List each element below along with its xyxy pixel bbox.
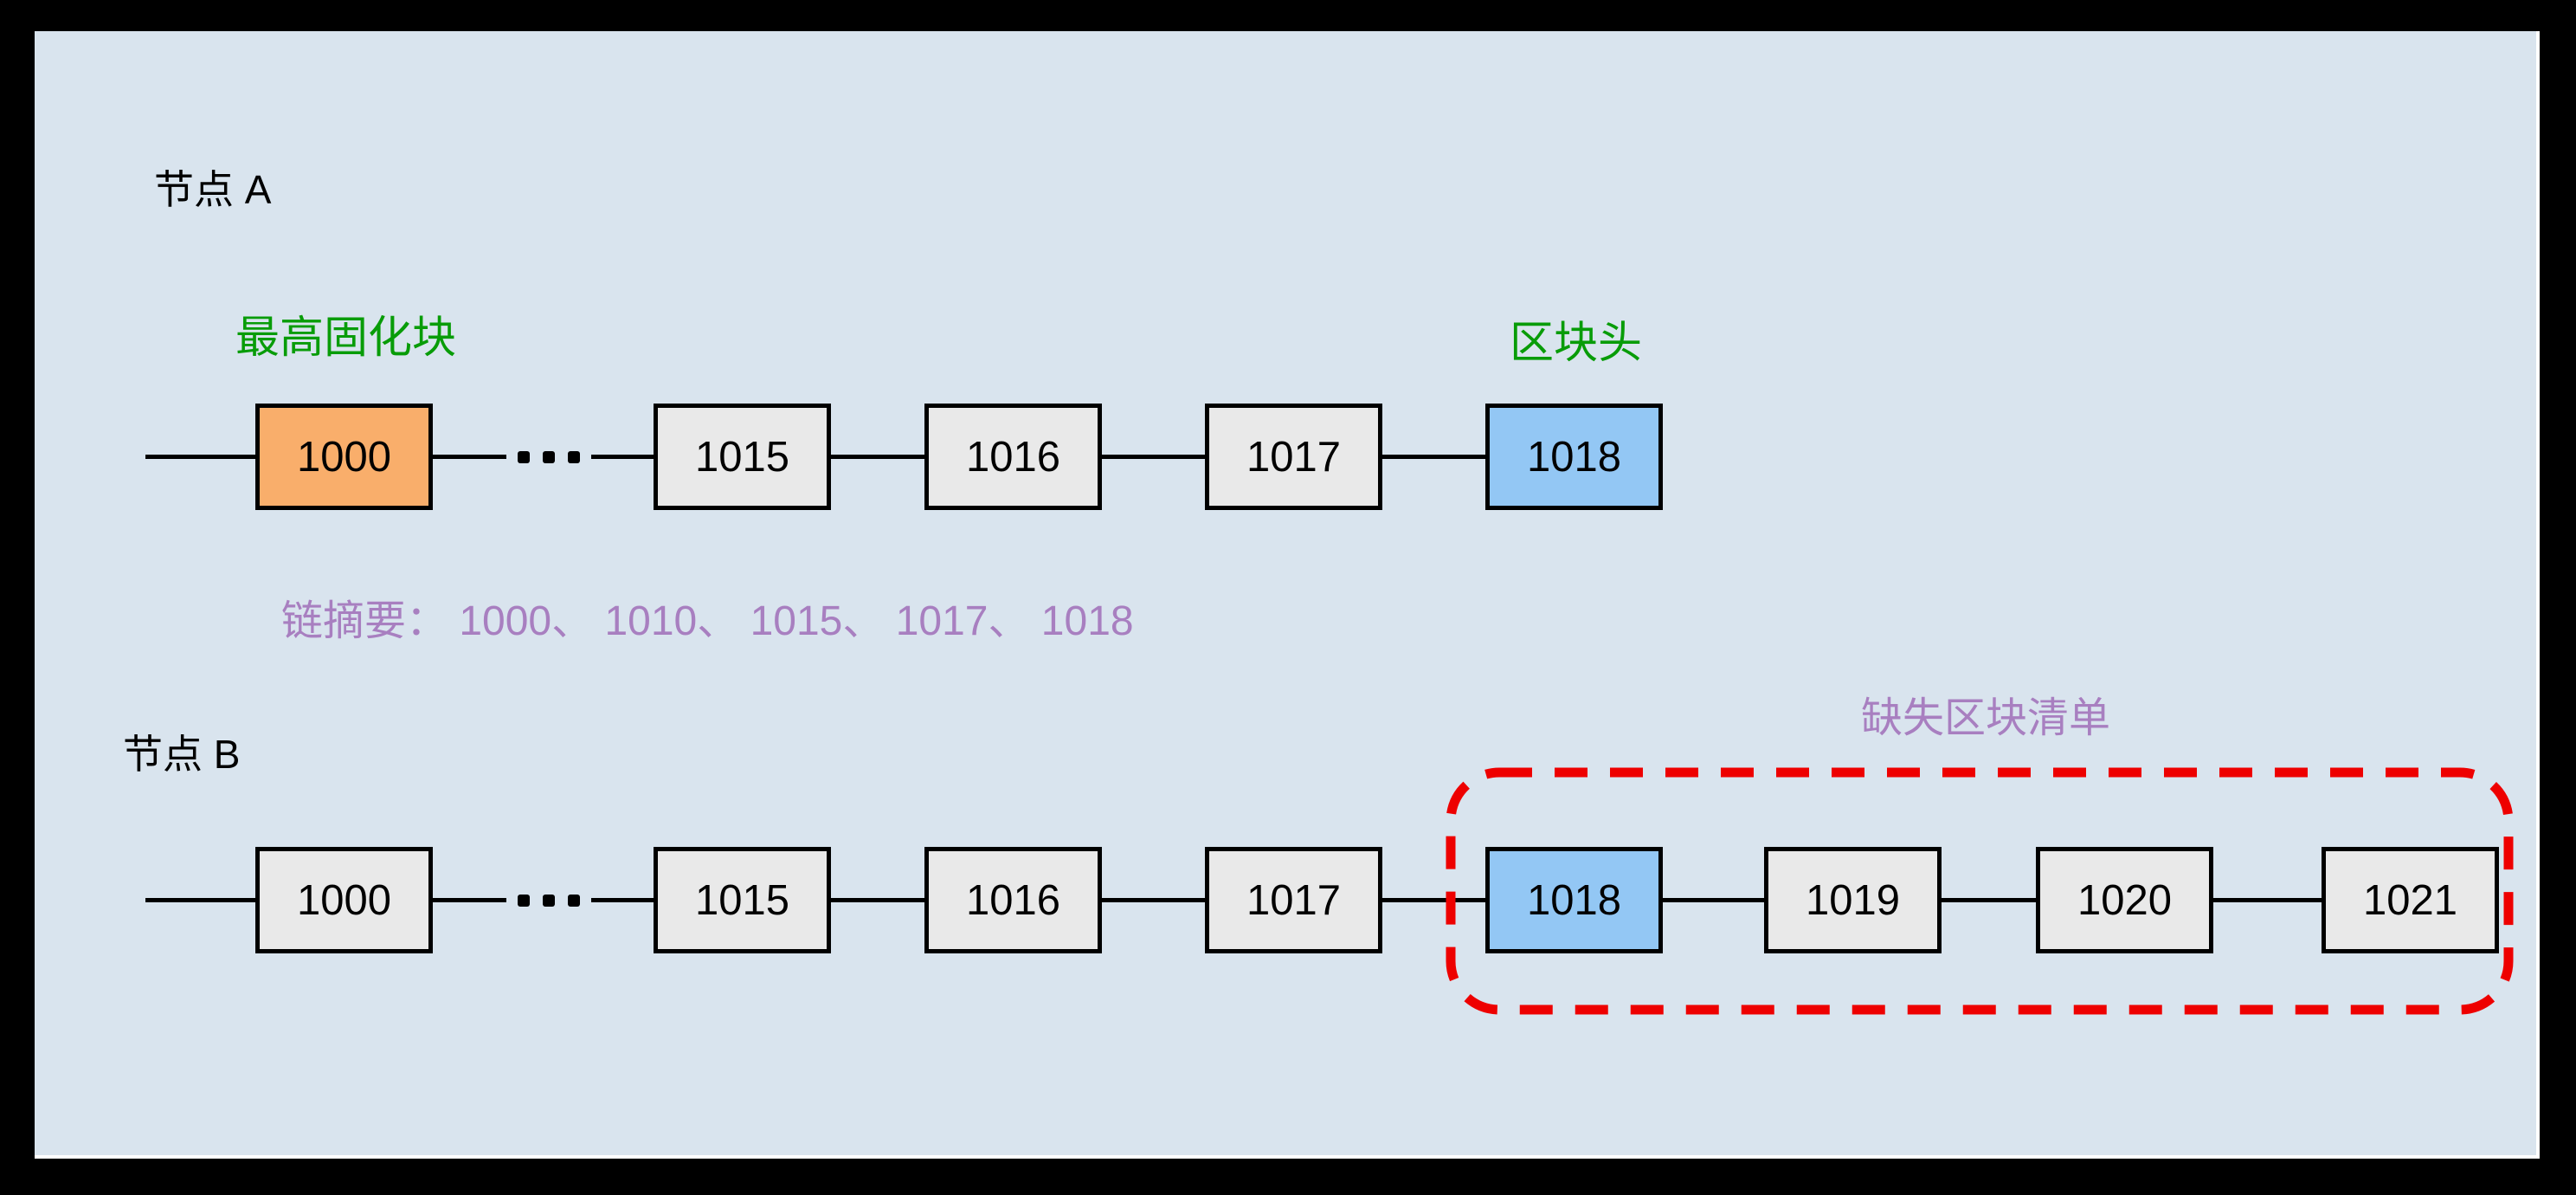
node-a-label: 节点 A bbox=[154, 167, 272, 212]
block-1015-node-b: 1015 bbox=[654, 847, 831, 953]
block-1017-node-a: 1017 bbox=[1205, 404, 1382, 510]
diagram-canvas bbox=[35, 31, 2540, 1159]
block-1017-node-b: 1017 bbox=[1205, 847, 1382, 953]
chain-link-line bbox=[1663, 898, 1764, 902]
block-1021-node-b: 1021 bbox=[2322, 847, 2499, 953]
finalized-block-annotation: 最高固化块 bbox=[235, 313, 457, 362]
block-1016-node-b: 1016 bbox=[924, 847, 1102, 953]
ellipsis-dot bbox=[518, 450, 530, 463]
chain-link-line bbox=[1102, 898, 1205, 902]
chain-link-line bbox=[145, 455, 255, 459]
block-1020-node-b: 1020 bbox=[2036, 847, 2213, 953]
chain-ellipsis-node-b bbox=[506, 847, 591, 953]
chain-link-line bbox=[591, 455, 654, 459]
chain-link-line bbox=[433, 898, 506, 902]
block-1016-node-a: 1016 bbox=[924, 404, 1102, 510]
ellipsis-dot bbox=[568, 894, 580, 907]
chain-link-line bbox=[145, 898, 255, 902]
ellipsis-dot bbox=[518, 894, 530, 907]
block-1018-node-a: 1018 bbox=[1485, 404, 1663, 510]
ellipsis-dot bbox=[543, 450, 555, 463]
chain-link-line bbox=[433, 455, 506, 459]
block-1018-node-b: 1018 bbox=[1485, 847, 1663, 953]
chain-link-line bbox=[831, 898, 924, 902]
ellipsis-dot bbox=[568, 450, 580, 463]
chain-link-line bbox=[1382, 455, 1485, 459]
block-head-annotation: 区块头 bbox=[1510, 318, 1643, 367]
node-b-label: 节点 B bbox=[123, 732, 241, 777]
chain-link-line bbox=[1942, 898, 2036, 902]
chain-link-line bbox=[831, 455, 924, 459]
ellipsis-dot bbox=[543, 894, 555, 907]
block-1015-node-a: 1015 bbox=[654, 404, 831, 510]
block-1019-node-b: 1019 bbox=[1764, 847, 1942, 953]
block-1000-node-a: 1000 bbox=[255, 404, 433, 510]
missing-blocks-annotation: 缺失区块清单 bbox=[1861, 695, 2111, 741]
chain-link-line bbox=[2213, 898, 2322, 902]
chain-link-line bbox=[1102, 455, 1205, 459]
chain-link-line bbox=[591, 898, 654, 902]
chain-ellipsis-node-a bbox=[506, 404, 591, 510]
chain-link-line bbox=[1382, 898, 1485, 902]
chain-digest-text: 链摘要： 1000、 1010、 1015、 1017、 1018 bbox=[281, 598, 1134, 644]
block-1000-node-b: 1000 bbox=[255, 847, 433, 953]
